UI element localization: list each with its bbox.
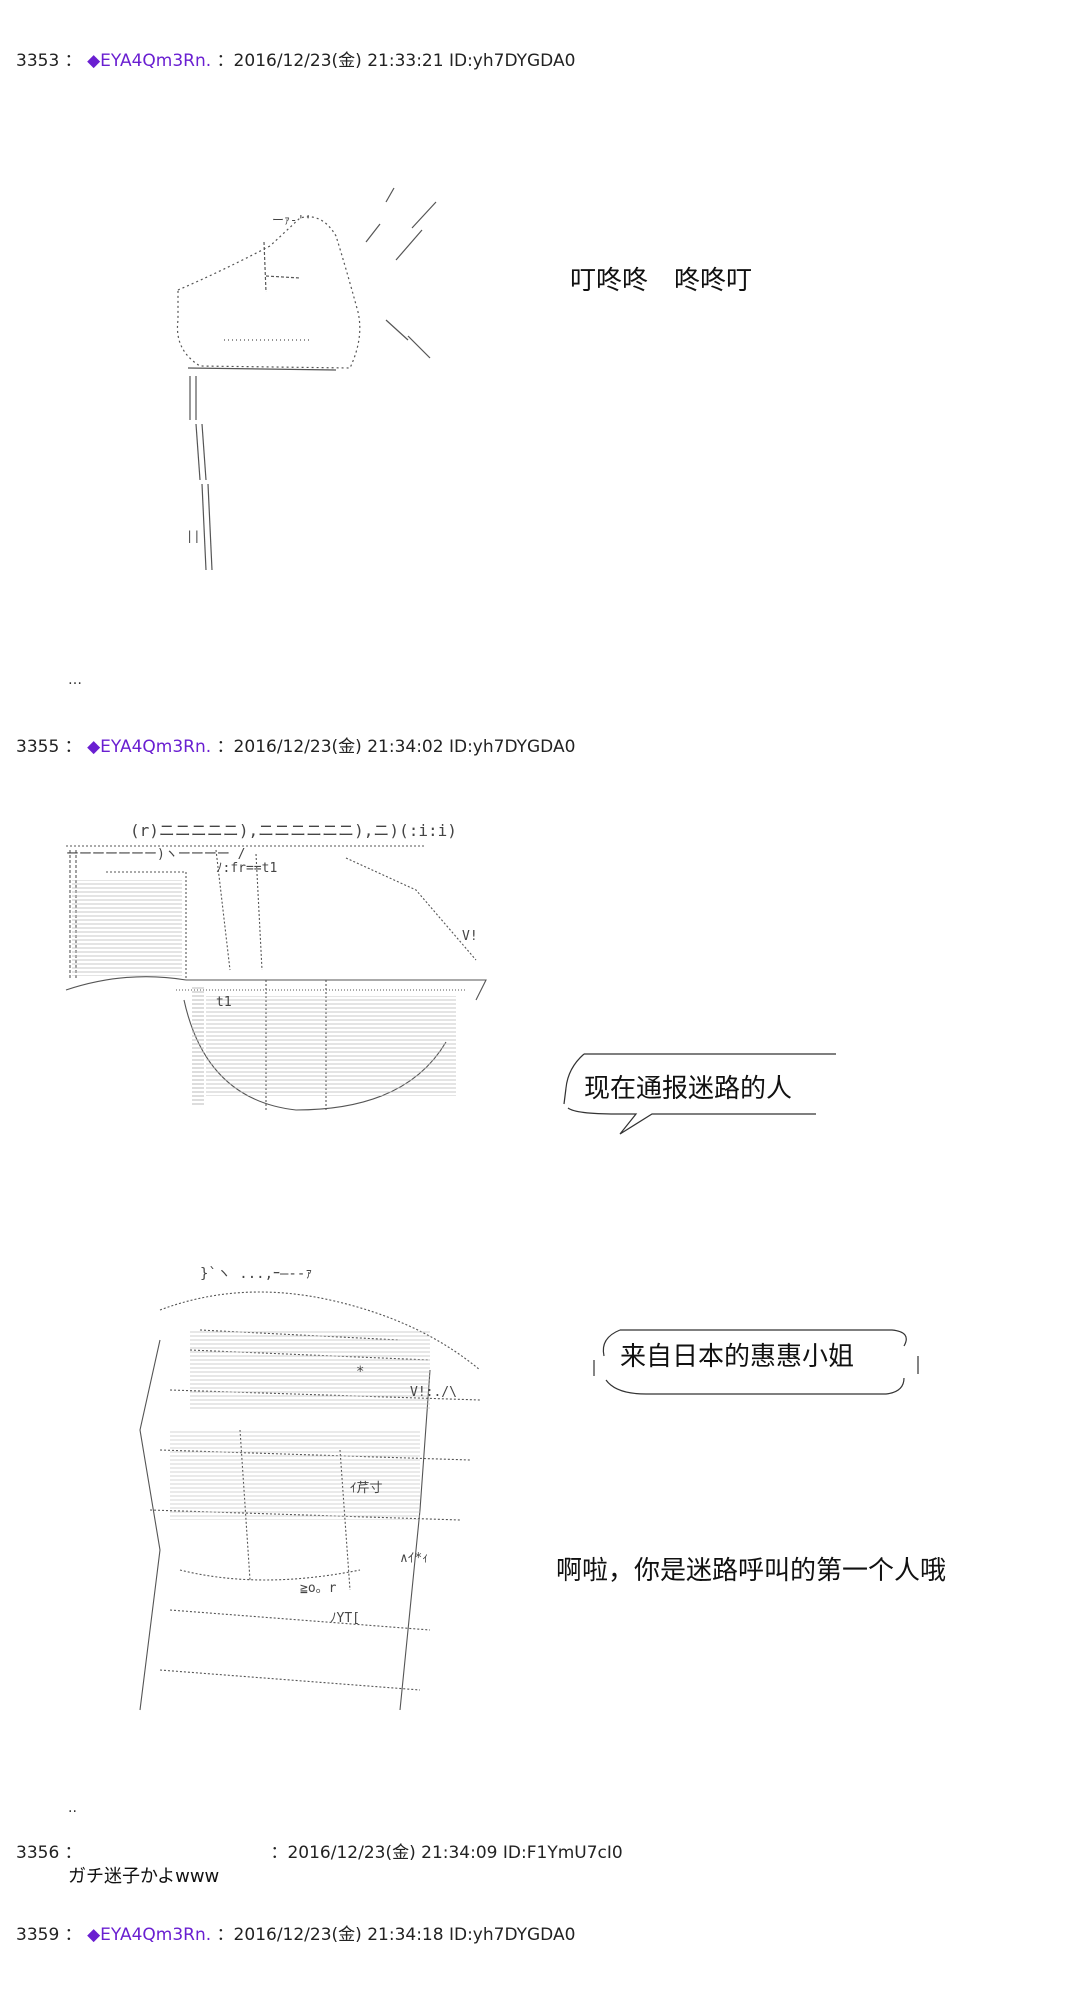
post-date: ：2016/12/23(金) 21:34:02 ID:yh7DYGDA0 bbox=[216, 737, 576, 757]
doorbell-text: 叮咚咚 咚咚叮 bbox=[570, 266, 753, 296]
post-body-3356: ガチ迷子かよwww bbox=[68, 1866, 220, 1887]
bell-ascii-band: ーーーーーーー)ヽーーーー / bbox=[66, 847, 245, 862]
bell-ascii-label: ﾉ:fr==t1 bbox=[216, 861, 277, 876]
post-date: ：2016/12/23(金) 21:33:21 ID:yh7DYGDA0 bbox=[216, 51, 576, 71]
bell-ascii-art: (r)ニニニニニ),ニニニニニニ),ニ)(:i:i) ーーーーーーー)ヽーーーー… bbox=[65, 821, 487, 1111]
speaker-ascii-pole: || bbox=[186, 529, 200, 543]
girl-ascii-mark2: ｲ芹寸 bbox=[350, 1481, 383, 1496]
girl-ascii-star: * bbox=[356, 1364, 364, 1380]
from-japan-text: 来自日本的惠惠小姐 bbox=[620, 1342, 855, 1372]
ellipsis-2: .. bbox=[68, 1800, 77, 1816]
post-number: 3353 bbox=[16, 51, 60, 71]
first-person-text: 啊啦，你是迷路呼叫的第一个人哦 bbox=[556, 1556, 947, 1586]
announce-text: 现在通报迷路的人 bbox=[584, 1074, 793, 1104]
post-separator: ： bbox=[64, 51, 82, 71]
post-number: 3355 bbox=[16, 737, 60, 757]
author-name[interactable]: ◆EYA4Qm3Rn. bbox=[87, 51, 212, 71]
author-name[interactable]: ◆EYA4Qm3Rn. bbox=[87, 737, 212, 757]
girl-ascii-mark4: ﾉYT[ bbox=[330, 1611, 360, 1626]
speech-bubble-1 bbox=[563, 1053, 836, 1135]
speaker-ascii-art: ーｧ‐'' || bbox=[176, 187, 437, 571]
bell-ascii-base: t1 bbox=[216, 995, 232, 1010]
girl-ascii-hat: }`ヽ ...,ｰ―--ｧ bbox=[200, 1266, 312, 1282]
post-header-3359: 3359 ： ◆EYA4Qm3Rn. ：2016/12/23(金) 21:34:… bbox=[16, 1920, 575, 1945]
girl-ascii-mark3: ∧ｲ*ｨ bbox=[400, 1551, 429, 1566]
bell-ascii-top: (r)ニニニニニ),ニニニニニニ),ニ)(:i:i) bbox=[130, 821, 457, 840]
author-name[interactable]: ◆EYA4Qm3Rn. bbox=[87, 1925, 212, 1945]
post-number: 3359 bbox=[16, 1925, 60, 1945]
bell-ascii-mark: V! bbox=[462, 929, 478, 944]
post-number: 3356 bbox=[16, 1843, 60, 1863]
speech-bubble-2 bbox=[593, 1329, 919, 1395]
post-date: ：2016/12/23(金) 21:34:09 ID:F1YmU7cI0 bbox=[270, 1843, 623, 1863]
post-header-3356: 3356 ： ：2016/12/23(金) 21:34:09 ID:F1YmU7… bbox=[16, 1838, 623, 1863]
post-date: ：2016/12/23(金) 21:34:18 ID:yh7DYGDA0 bbox=[216, 1925, 576, 1945]
speaker-ascii-top: ーｧ‐'' bbox=[272, 213, 312, 227]
post-separator: ： bbox=[64, 1925, 82, 1945]
girl-ascii-mark1: V!:./\ bbox=[410, 1385, 457, 1400]
ellipsis-1: … bbox=[68, 672, 82, 688]
post-separator: ： bbox=[64, 737, 82, 757]
post-header-3355: 3355 ： ◆EYA4Qm3Rn. ：2016/12/23(金) 21:34:… bbox=[16, 732, 575, 757]
post-header-3353: 3353 ： ◆EYA4Qm3Rn. ：2016/12/23(金) 21:33:… bbox=[16, 46, 575, 71]
girl-ascii-mark5: ≧o。r bbox=[300, 1581, 337, 1596]
girl-ascii-art: }`ヽ ...,ｰ―--ｧ * V!:./\ ｲ芹寸 ∧ｲ*ｨ ﾉYT[ ≧o。… bbox=[139, 1266, 481, 1711]
post-separator: ： bbox=[64, 1843, 82, 1863]
